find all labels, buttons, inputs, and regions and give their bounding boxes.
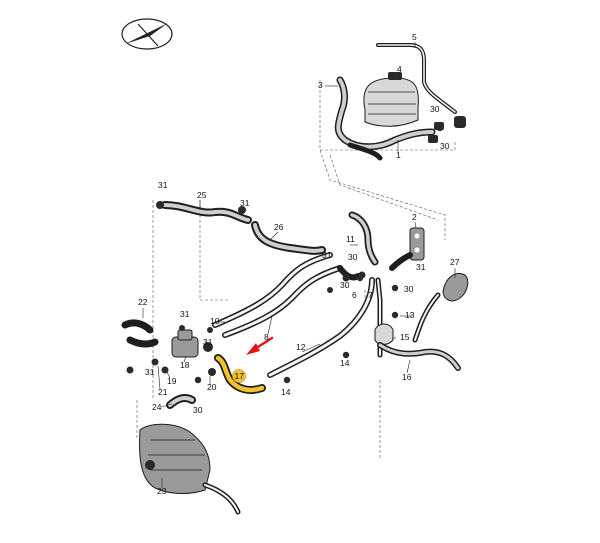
hose-11 bbox=[327, 211, 379, 293]
callout-5: 5 bbox=[412, 32, 417, 42]
svg-text:31: 31 bbox=[322, 250, 332, 260]
callout-24: 24 bbox=[152, 402, 162, 412]
svg-text:3: 3 bbox=[318, 80, 323, 90]
callout-20: 20 bbox=[207, 382, 217, 392]
svg-text:30: 30 bbox=[340, 280, 350, 290]
callout-1: 1 bbox=[396, 150, 401, 160]
callout-22: 22 bbox=[138, 297, 148, 307]
svg-text:4: 4 bbox=[397, 64, 402, 74]
svg-text:1: 1 bbox=[396, 150, 401, 160]
hose-26 bbox=[251, 221, 326, 255]
hose-25 bbox=[156, 201, 252, 224]
callout-4: 4 bbox=[397, 64, 402, 74]
svg-text:24: 24 bbox=[152, 402, 162, 412]
callout-16: 16 bbox=[402, 372, 412, 382]
svg-text:30: 30 bbox=[440, 141, 450, 151]
svg-text:19: 19 bbox=[167, 376, 177, 386]
svg-text:2: 2 bbox=[412, 212, 417, 222]
callout-8: 8 bbox=[264, 332, 269, 342]
svg-text:12: 12 bbox=[296, 342, 306, 352]
callout-17: 17 bbox=[232, 369, 246, 383]
hose-24 bbox=[166, 393, 196, 409]
callout-14a: 14 bbox=[340, 358, 350, 368]
svg-text:30: 30 bbox=[348, 252, 358, 262]
svg-text:31: 31 bbox=[180, 309, 190, 319]
svg-text:21: 21 bbox=[158, 387, 168, 397]
svg-text:22: 22 bbox=[138, 297, 148, 307]
callout-25: 25 bbox=[197, 190, 207, 200]
leader-lines bbox=[142, 42, 456, 488]
hose-17-highlighted bbox=[214, 354, 266, 394]
overflow-pipe bbox=[376, 43, 457, 114]
callout-23: 23 bbox=[157, 486, 167, 496]
svg-text:30: 30 bbox=[430, 104, 440, 114]
svg-text:15: 15 bbox=[400, 332, 410, 342]
clamps bbox=[194, 124, 444, 384]
expansion-tank bbox=[363, 72, 419, 127]
callout-6: 6 bbox=[352, 290, 357, 300]
svg-text:17: 17 bbox=[235, 371, 245, 381]
rigid-pipes bbox=[212, 252, 383, 378]
left-pump-cluster bbox=[121, 319, 216, 376]
svg-text:30: 30 bbox=[193, 405, 203, 415]
callout-30-group: 30 30 30 30 30 30 bbox=[193, 104, 450, 415]
svg-text:11: 11 bbox=[346, 234, 355, 244]
callout-11: 11 bbox=[346, 234, 355, 244]
svg-text:25: 25 bbox=[197, 190, 207, 200]
callout-10: 10 bbox=[210, 316, 220, 326]
svg-text:16: 16 bbox=[402, 372, 412, 382]
compass-logo-icon bbox=[121, 18, 173, 50]
bracket-2 bbox=[389, 227, 425, 271]
valve-15 bbox=[374, 292, 461, 371]
callout-14b: 14 bbox=[281, 387, 291, 397]
svg-text:10: 10 bbox=[210, 316, 220, 326]
pump-assembly-23 bbox=[139, 423, 241, 515]
callout-15: 15 bbox=[400, 332, 410, 342]
svg-text:31: 31 bbox=[145, 367, 155, 377]
red-arrow-icon bbox=[246, 336, 274, 355]
guide-lines bbox=[136, 80, 456, 460]
callout-12: 12 bbox=[296, 342, 306, 352]
svg-text:13: 13 bbox=[405, 310, 415, 320]
part-27 bbox=[442, 273, 469, 302]
callout-3: 3 bbox=[318, 80, 323, 90]
svg-text:30: 30 bbox=[404, 284, 414, 294]
svg-text:26: 26 bbox=[274, 222, 284, 232]
svg-text:6: 6 bbox=[352, 290, 357, 300]
svg-text:23: 23 bbox=[157, 486, 167, 496]
svg-text:14: 14 bbox=[281, 387, 291, 397]
tank-hoses bbox=[334, 76, 466, 161]
callout-21: 21 bbox=[158, 387, 168, 397]
callout-13: 13 bbox=[405, 310, 415, 320]
callout-26: 26 bbox=[274, 222, 284, 232]
callout-27: 27 bbox=[450, 257, 460, 267]
svg-text:31: 31 bbox=[158, 180, 168, 190]
svg-text:5: 5 bbox=[412, 32, 417, 42]
svg-text:31: 31 bbox=[203, 337, 213, 347]
callout-31-group: 31 31 31 31 31 31 31 bbox=[145, 180, 426, 377]
svg-text:14: 14 bbox=[340, 358, 350, 368]
callout-18: 18 bbox=[180, 360, 190, 370]
callout-7: 7 bbox=[368, 290, 373, 300]
svg-text:18: 18 bbox=[180, 360, 190, 370]
svg-text:27: 27 bbox=[450, 257, 460, 267]
svg-text:8: 8 bbox=[264, 332, 269, 342]
svg-text:31: 31 bbox=[240, 198, 250, 208]
callout-19: 19 bbox=[167, 376, 177, 386]
svg-text:7: 7 bbox=[368, 290, 373, 300]
callout-2: 2 bbox=[412, 212, 417, 222]
svg-text:20: 20 bbox=[207, 382, 217, 392]
svg-text:31: 31 bbox=[416, 262, 426, 272]
